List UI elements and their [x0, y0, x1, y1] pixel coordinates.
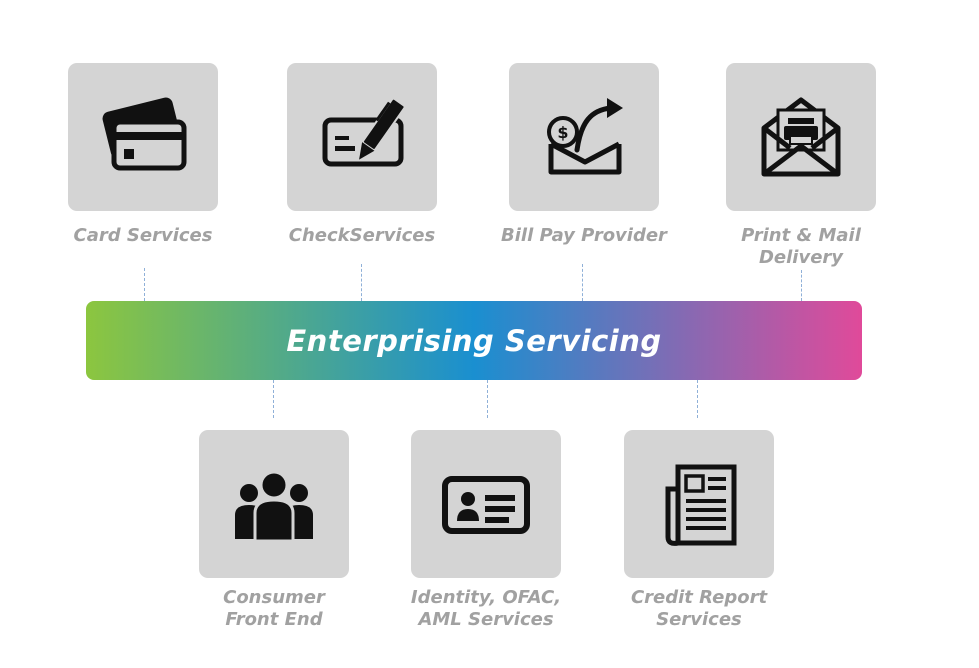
newspaper-report-icon	[665, 464, 737, 546]
tile-bill-pay: $	[509, 63, 659, 211]
connector-check-services	[361, 264, 362, 301]
label-identity-ofac: Identity, OFAC, AML Services	[410, 587, 562, 630]
tile-identity-ofac	[411, 430, 561, 578]
label-credit-report: Credit Report Services	[630, 587, 768, 630]
label-card-services: Card Services	[73, 225, 213, 246]
tile-print-mail	[726, 63, 876, 211]
tile-check-services	[287, 63, 437, 211]
connector-credit-report	[697, 380, 698, 418]
connector-print-mail	[801, 270, 802, 301]
label-print-mail: Print & Mail Delivery	[741, 225, 861, 268]
band-title: Enterprising Servicing	[286, 323, 662, 358]
connector-identity-ofac	[487, 380, 488, 418]
tile-card-services	[68, 63, 218, 211]
connector-consumer-front-end	[273, 380, 274, 418]
users-group-icon	[235, 470, 313, 543]
connector-bill-pay	[582, 264, 583, 301]
label-check-services: CheckServices	[288, 225, 436, 246]
tile-consumer-front-end	[199, 430, 349, 578]
mail-print-icon	[761, 97, 841, 177]
tile-credit-report	[624, 430, 774, 578]
id-card-icon	[442, 476, 530, 534]
label-consumer-front-end: Consumer Front End	[223, 587, 325, 630]
connector-card-services	[144, 268, 145, 301]
label-bill-pay: Bill Pay Provider	[501, 225, 667, 246]
bill-pay-icon: $	[547, 98, 623, 175]
svg-text:$: $	[557, 123, 568, 142]
check-pen-icon	[322, 97, 406, 167]
credit-card-icon	[102, 97, 187, 171]
enterprise-servicing-band: Enterprising Servicing	[86, 301, 862, 380]
